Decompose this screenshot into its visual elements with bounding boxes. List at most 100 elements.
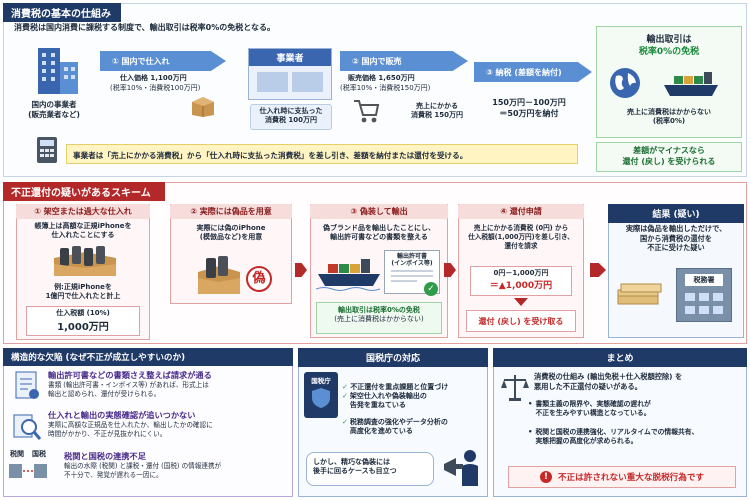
agency-link-icon — [8, 460, 48, 480]
refund-calc-b: ＝▲1,000万円 — [489, 281, 553, 292]
export-note: 売上に消費税はかからない (税率0%) — [627, 108, 711, 126]
summary-bullet-text: 書類主義の限界や、実態確認の遅れが 不正を生みやすい構造となっている。 — [535, 400, 651, 418]
sale-price: 販売価格 1,650万円 — [348, 74, 415, 82]
section-title: 消費税の基本の仕組み — [3, 3, 121, 22]
nta-item-text: 税務調査の強化やデータ分析の 高度化を進めている — [349, 418, 448, 436]
payment-calc: 150万円－100万円 ＝50万円を納付 — [492, 98, 566, 118]
nta-item-text: 架空仕入れや偽装輸出の 告発を重ねている — [349, 392, 427, 410]
structural-flaw-section — [3, 348, 293, 497]
sale-tax: (税率10%・消費税150万円) — [340, 84, 431, 92]
result-text: 実際は偽品を輸出しただけで、 国から消費税の還付を 不正に受けた疑い — [625, 224, 727, 253]
cart-icon — [352, 98, 380, 124]
step2-label: ② 国内で販売 — [352, 56, 402, 66]
purchase-tax-label: 仕入税額 (10%) — [56, 309, 110, 317]
cargo-ship-icon — [315, 256, 382, 292]
summary-bullet-1: •書類主義の限界や、実態確認の遅れが 不正を生みやすい構造となっている。 — [528, 400, 742, 418]
result-head: 結果 (疑い) — [608, 204, 744, 223]
flow-arrow-2 — [444, 263, 456, 277]
megaphone-person-icon — [440, 446, 484, 490]
nta-item-1: ✓ 不正還付を重点課題と位置づけ — [342, 374, 484, 393]
summary-bullet-text: 税関と国税の連携強化、リアルタイムでの情報共有、 実態把握の高度化が求められる。 — [535, 428, 699, 446]
down-arrow-icon — [514, 298, 528, 306]
paid-tax-box: 仕入れ時に支払った 消費税 100万円 — [250, 104, 332, 130]
purchase-tax-box: 仕入税額 (10%) 1,000万円 — [26, 306, 140, 336]
scheme-step-3-head: ③ 偽装して輸出 — [310, 204, 448, 219]
step-tax-payment: ③ 納税 (差額を納付) — [474, 62, 592, 82]
phone-box-icon — [50, 246, 120, 278]
refund-calc-box: 0円－1,000万円 ＝▲1,000万円 — [470, 266, 572, 296]
tax-office-building: 税務署 — [676, 268, 732, 322]
purchase-tax: (税率10%・消費税100万円) — [110, 84, 201, 92]
step-domestic-sale: ② 国内で販売 — [340, 51, 468, 71]
check-icon: ✓ — [342, 392, 348, 400]
fake-stamp-text: 偽 — [252, 271, 266, 286]
fake-phone-box-icon — [196, 254, 242, 296]
scheme-step-2-text: 実際には偽のiPhone (模倣品など)を用意 — [196, 224, 266, 242]
sale-tax-label: 売上にかかる 消費税 150万円 — [410, 102, 464, 120]
flow-arrow-3 — [590, 263, 606, 277]
intro-text: 消費税は国内消費に課税する制度で、輸出取引は税率0%の免税となる。 — [14, 23, 276, 32]
scheme-step-2-head: ② 実際には偽品を用意 — [170, 204, 292, 219]
refund-result: 還付 (戻し) を受け取る — [466, 310, 576, 332]
summary-banner: 事業者は「売上にかかる消費税」から「仕入れ時に支払った消費税」を差し引き、差額を… — [66, 144, 578, 164]
customs-label: 税関 — [10, 450, 24, 458]
step1-label: ① 国内で仕入れ — [112, 56, 170, 66]
check-icon: ✓ — [424, 282, 438, 296]
scheme-step-4-text: 売上にかかる消費税 (0円) から 仕入税額(1,000万円)を差し引き、 還付… — [468, 224, 574, 250]
export-permit-title: 輸出許可書 (インボイス等) — [391, 253, 433, 268]
step3-label: ③ 納税 (差額を納付) — [486, 67, 562, 77]
export-title: 輸出取引は — [646, 35, 692, 45]
scales-icon — [500, 372, 530, 402]
globe-icon — [608, 66, 642, 100]
bullet-icon: • — [528, 400, 533, 408]
business-store: 事業者 — [248, 48, 332, 100]
export-rate: 税率0%の免税 — [638, 47, 700, 57]
scheme-step-1-head: ① 架空または過大な仕入れ — [16, 204, 150, 219]
flaw-2-text: 実際に高額な正規品を仕入れたか、輸出したかの確認に 時間がかかり、不正が見抜かれ… — [48, 421, 213, 438]
scheme-step-1-example: 例:正規iPhoneを 1億円で仕入れたと計上 — [45, 283, 121, 301]
purchase-price: 仕入価格 1,100万円 — [120, 74, 187, 82]
warning-banner: ! 不正は許されない重大な脱税行為です — [508, 466, 736, 488]
tax-office-sign: 税務署 — [685, 274, 723, 286]
flaw-2-title: 仕入れと輸出の実態確認が追いつかない — [48, 410, 196, 420]
building-icon — [26, 46, 86, 96]
check-icon: ✓ — [342, 383, 351, 391]
scheme-step-4-head: ④ 還付申請 — [458, 204, 584, 219]
section-title: まとめ — [493, 348, 747, 367]
box-icon — [190, 94, 216, 118]
exempt-note-a: 輸出取引は税率0%の免税 — [338, 306, 420, 314]
document-icon — [12, 370, 42, 402]
fake-stamp: 偽 — [246, 266, 272, 292]
cash-icon — [616, 276, 664, 306]
summary-lead: 消費税の仕組み (輸出免税＋仕入税額控除) を 悪用した不正還付の疑いがある。 — [534, 372, 683, 391]
warning-text: 不正は許されない重大な脱税行為です — [557, 473, 705, 483]
exempt-note-b: (売上に消費税はかからない) — [334, 315, 424, 324]
shield-icon — [312, 388, 330, 408]
scheme-step-1-text: 帳簿上は高額な正規iPhoneを 仕入れたことにする — [34, 222, 132, 240]
section-title: 国税庁の対応 — [298, 348, 488, 367]
refund-calc-a: 0円－1,000万円 — [493, 269, 549, 277]
check-icon: ✓ — [342, 418, 348, 426]
refund-note: 差額がマイナスなら 還付 (戻し) を受けられる — [596, 142, 742, 172]
business-sign: 事業者 — [249, 49, 331, 66]
national-tax-label: 国税 — [32, 450, 46, 458]
section-title: 不正還付の疑いがあるスキーム — [3, 182, 165, 201]
flaw-1-text: 書類 (輸出許可書・インボイス等) があれば、形式上は 輸出と認められ、還付が受… — [48, 381, 209, 398]
flaw-3-text: 輸出の水際 (税関) と課税・還付 (国税) の情報連携が 不十分で、発覚が遅れ… — [64, 462, 222, 479]
summary-bullet-2: •税関と国税の連携強化、リアルタイムでの情報共有、 実態把握の高度化が求められる… — [528, 428, 742, 446]
section-title: 構造的な欠陥 (なぜ不正が成立しやすいのか) — [3, 348, 293, 366]
nta-item-2: ✓架空仕入れや偽装輸出の 告発を重ねている — [342, 392, 484, 411]
export-exempt-note: 輸出取引は税率0%の免税 (売上に消費税はかからない) — [316, 302, 442, 334]
nta-badge: 国税庁 — [304, 372, 338, 418]
magnifier-icon — [12, 412, 42, 442]
warning-bubble: しかし、精巧な偽装には 後手に回るケースも目立つ — [306, 452, 434, 486]
nta-item-3: ✓税務調査の強化やデータ分析の 高度化を進めている — [342, 418, 484, 437]
flow-arrow-1 — [295, 263, 307, 277]
flaw-3-title: 税関と国税の連携不足 — [64, 451, 146, 461]
alert-icon: ! — [539, 471, 552, 483]
bullet-icon: • — [528, 428, 533, 436]
flaw-1-title: 輸出許可書などの書類さえ整えば請求が通る — [48, 370, 212, 380]
business-label: 国内の事業者 (販売業者など) — [28, 100, 80, 120]
calculator-icon — [36, 136, 58, 164]
step-domestic-purchase: ① 国内で仕入れ — [100, 51, 226, 71]
